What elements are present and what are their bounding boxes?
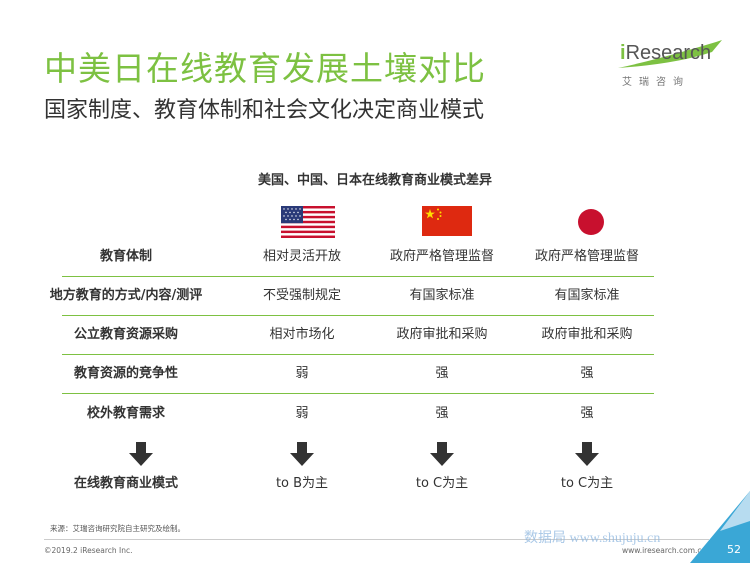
corner-decoration	[690, 491, 750, 563]
result-us: to B为主	[275, 476, 329, 491]
page-subtitle: 国家制度、教育体制和社会文化决定商业模式	[44, 98, 485, 123]
cell-japan: 有国家标准	[554, 288, 620, 303]
cell-japan: 政府严格管理监督	[534, 249, 639, 264]
cell-china: 强	[435, 366, 449, 381]
copyright: ©2019.2 iResearch Inc.	[44, 546, 133, 555]
table-row: 地方教育的方式/内容/测评 不受强制规定 有国家标准 有国家标准	[50, 277, 654, 316]
page-number: 52	[727, 543, 741, 556]
source-note: 来源：艾瑞咨询研究院自主研究及绘制。	[50, 524, 185, 533]
cell-us: 弱	[295, 406, 309, 421]
us-flag-icon	[281, 206, 335, 238]
cell-japan: 强	[580, 366, 594, 381]
china-flag-icon	[422, 206, 472, 236]
row-label: 教育体制	[99, 249, 152, 264]
watermark: 数据局 www.shujuju.cn	[524, 531, 661, 546]
cell-us: 不受强制规定	[262, 288, 341, 303]
table-row: 教育资源的竞争性 弱 强 强	[62, 355, 654, 394]
row-label: 校外教育需求	[86, 406, 165, 421]
cell-us: 弱	[295, 366, 309, 381]
japan-flag-icon	[566, 200, 624, 240]
row-label: 地方教育的方式/内容/测评	[49, 288, 203, 303]
result-china: to C为主	[415, 476, 469, 491]
logo-chinese: 艾瑞咨询	[622, 77, 690, 88]
table-row: 校外教育需求 弱 强 强	[62, 395, 654, 434]
row-label: 公立教育资源采购	[73, 327, 178, 342]
footer-divider	[44, 539, 709, 540]
result-label: 在线教育商业模式	[73, 476, 178, 491]
cell-china: 强	[435, 406, 449, 421]
iresearch-logo: iResearch 艾瑞咨询	[616, 38, 726, 88]
cell-us: 相对市场化	[269, 327, 335, 342]
arrow-down-icon	[430, 442, 454, 466]
logo-i: i	[620, 42, 626, 64]
table-title: 美国、中国、日本在线教育商业模式差异	[257, 173, 492, 188]
cell-japan: 政府审批和采购	[541, 327, 633, 342]
table-row: 教育体制 相对灵活开放 政府严格管理监督 政府严格管理监督	[62, 238, 654, 277]
footer-url: www.iresearch.com.cn	[622, 546, 707, 555]
arrow-down-icon	[290, 442, 314, 466]
table-row: 公立教育资源采购 相对市场化 政府审批和采购 政府审批和采购	[62, 316, 654, 355]
cell-china: 政府审批和采购	[396, 327, 488, 342]
cell-china: 有国家标准	[409, 288, 475, 303]
row-label: 教育资源的竞争性	[73, 366, 178, 381]
result-row: 在线教育商业模式 to B为主 to C为主 to C为主	[62, 465, 654, 504]
cell-us: 相对灵活开放	[262, 249, 341, 264]
cell-china: 政府严格管理监督	[389, 249, 494, 264]
logo-research: Research	[625, 42, 712, 64]
arrow-down-icon	[129, 442, 153, 466]
cell-japan: 强	[580, 406, 594, 421]
page-title: 中美日在线教育发展土壤对比	[44, 49, 486, 88]
logo-swoosh-icon	[618, 40, 722, 68]
logo-wordmark: iResearch	[620, 42, 711, 65]
arrow-down-icon	[575, 442, 599, 466]
result-japan: to C为主	[560, 476, 614, 491]
